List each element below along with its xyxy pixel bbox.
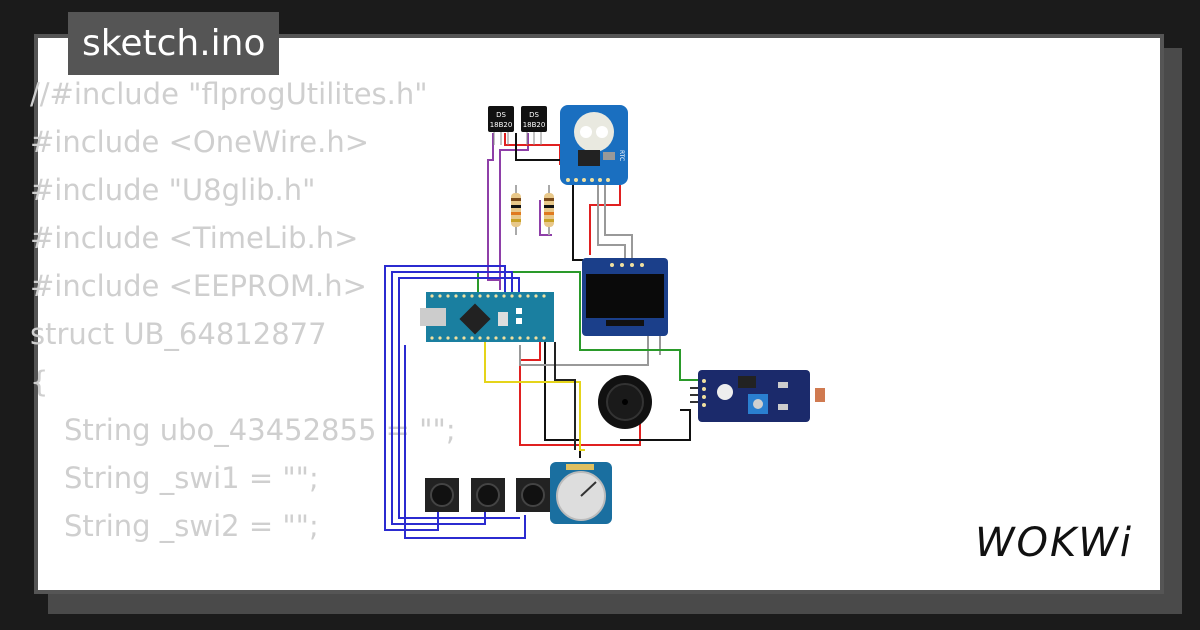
page-title: sketch.ino xyxy=(68,12,280,75)
push-button-1 xyxy=(425,478,459,512)
wire-blue-2 xyxy=(391,271,513,525)
light-sensor-module xyxy=(698,370,825,422)
oled-display xyxy=(582,258,668,336)
wire-blue-1 xyxy=(384,265,506,531)
temp-sensor-2: DS 18B20 xyxy=(521,106,547,145)
arduino-nano xyxy=(420,292,554,342)
wire-purple-2 xyxy=(499,133,529,290)
push-button-2 xyxy=(471,478,505,512)
temp-sensor-1-model: 18B20 xyxy=(490,121,513,129)
wire-yellow xyxy=(484,342,585,451)
code-line: { xyxy=(30,365,49,399)
wokwi-logo: WOKWi xyxy=(975,520,1133,566)
buzzer xyxy=(598,375,652,429)
code-line: String _swi2 = ""; xyxy=(64,509,319,543)
wire-purple-1 xyxy=(487,133,500,281)
temp-sensor-1-label: DS xyxy=(496,111,506,119)
rtc-module: RTC xyxy=(560,105,628,185)
wire-black-4 xyxy=(620,409,691,441)
code-line: String _swi1 = ""; xyxy=(64,461,319,495)
wire-black-2 xyxy=(572,185,583,261)
code-line: struct UB_64812877 xyxy=(30,317,327,351)
rotary-encoder xyxy=(550,462,612,524)
rtc-label: RTC xyxy=(618,150,625,161)
code-line: String ubo_43452855 = ""; xyxy=(64,413,456,447)
wire-gray-1 xyxy=(597,185,626,262)
wire-dark-1 xyxy=(554,342,576,450)
resistor-1 xyxy=(511,185,521,235)
resistor-2 xyxy=(544,185,554,235)
wire-blue-3 xyxy=(398,277,520,519)
wire-blue-4 xyxy=(404,345,526,539)
code-line: #include <OneWire.h> xyxy=(30,125,370,159)
code-line: #include "U8glib.h" xyxy=(30,173,316,207)
code-line: #include <EEPROM.h> xyxy=(30,269,367,303)
code-line: //#include "flprogUtilites.h" xyxy=(30,77,428,111)
temp-sensor-2-model: 18B20 xyxy=(523,121,546,129)
code-preview: //#include "flprogUtilites.h" #include <O… xyxy=(30,70,456,550)
temp-sensor-2-label: DS xyxy=(529,111,539,119)
push-button-3 xyxy=(516,478,550,512)
temp-sensor-1: DS 18B20 xyxy=(488,106,514,145)
wire-gray-2 xyxy=(604,185,633,262)
code-line: #include <TimeLib.h> xyxy=(30,221,359,255)
